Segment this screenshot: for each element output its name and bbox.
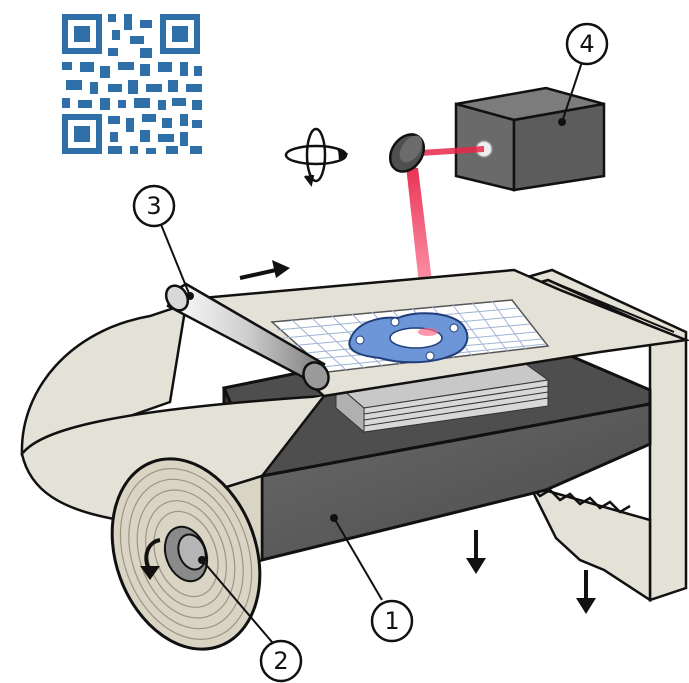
layer-stack <box>334 359 550 434</box>
qr-code-icon <box>62 14 202 154</box>
callout-1: 1 <box>330 514 414 643</box>
part-outline <box>348 312 469 364</box>
callout-label: 3 <box>146 192 161 220</box>
laser-source-box <box>454 86 606 192</box>
callout-label: 4 <box>579 30 594 58</box>
arrow-down-icon <box>576 570 596 614</box>
callout-label: 2 <box>273 647 288 675</box>
guide-roller <box>164 282 330 391</box>
callout-4: 4 <box>558 22 609 126</box>
mirror <box>388 133 426 173</box>
callout-2: 2 <box>198 556 303 683</box>
arrow-right-icon <box>239 260 290 280</box>
callout-3: 3 <box>132 184 194 300</box>
curved-arrow-icon <box>140 538 161 580</box>
rotate-3d-icon <box>284 127 349 187</box>
arrow-down-icon <box>466 530 486 574</box>
supply-roll <box>110 457 264 651</box>
callout-label: 1 <box>384 607 399 635</box>
